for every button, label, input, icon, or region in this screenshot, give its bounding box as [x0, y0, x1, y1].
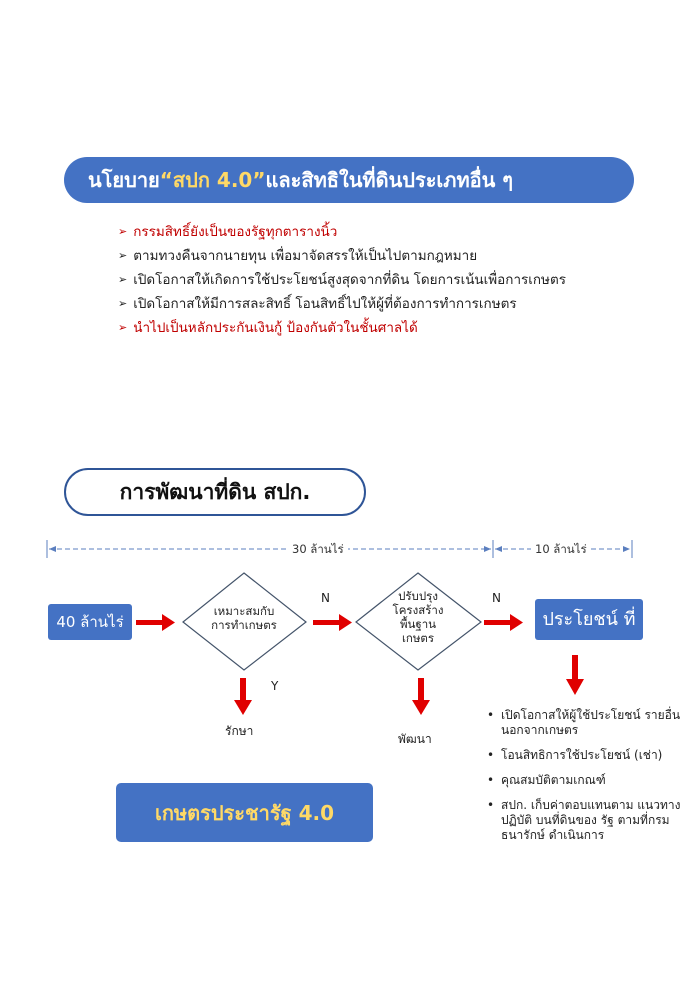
- arrow-right-icon: [136, 614, 175, 631]
- policy-banner: นโยบาย “สปก 4.0” และสิทธิในที่ดินประเภทอ…: [64, 157, 634, 203]
- arrow-down-icon: [412, 678, 430, 715]
- benefit-item: สปก. เก็บค่าตอบแทนตาม แนวทางปฏิบัติ บนที…: [487, 798, 687, 843]
- arrow-right-icon: [313, 614, 352, 631]
- policy-item: ➢ กรรมสิทธิ์ยังเป็นของรัฐทุกตารางนิ้ว: [118, 220, 566, 244]
- start-box: 40 ล้านไร่: [48, 604, 132, 640]
- arrow-bullet-icon: ➢: [118, 297, 128, 310]
- decision-diamond-suitable: [182, 572, 307, 671]
- banner-highlight: “สปก 4.0”: [159, 168, 266, 192]
- smart-farmer-box: เกษตรประชารัฐ 4.0: [116, 783, 373, 842]
- arrow-down-icon: [566, 655, 584, 695]
- section-title: การพัฒนาที่ดิน สปก.: [64, 468, 366, 516]
- dimension-label-left: 30 ล้านไร่: [288, 541, 348, 559]
- policy-item: ➢ นำไปเป็นหลักประกันเงินกู้ ป้องกันตัวใน…: [118, 316, 566, 340]
- benefit-item: คุณสมบัติตามเกณฑ์: [487, 773, 687, 788]
- decision-diamond-improve: [355, 572, 482, 671]
- no-label: N: [321, 591, 330, 605]
- diamond-label-improve: ปรับปรุง โครงสร้าง พื้นฐาน เกษตร: [392, 589, 444, 645]
- develop-label: พัฒนา: [398, 732, 432, 746]
- arrow-bullet-icon: ➢: [118, 225, 128, 238]
- policy-item: ➢ ตามทวงคืนจากนายทุน เพื่อมาจัดสรรให้เป็…: [118, 244, 566, 268]
- arrow-bullet-icon: ➢: [118, 321, 128, 334]
- policy-list: ➢ กรรมสิทธิ์ยังเป็นของรัฐทุกตารางนิ้ว ➢ …: [118, 220, 566, 340]
- policy-item: ➢ เปิดโอกาสให้มีการสละสิทธิ์ โอนสิทธิ์ไป…: [118, 292, 566, 316]
- benefit-box: ประโยชน์ ที่: [535, 599, 643, 640]
- benefit-item: โอนสิทธิการใช้ประโยชน์ (เช่า): [487, 748, 687, 763]
- arrow-bullet-icon: ➢: [118, 249, 128, 262]
- banner-prefix: นโยบาย: [88, 168, 160, 192]
- policy-item: ➢ เปิดโอกาสให้เกิดการใช้ประโยชน์สูงสุดจา…: [118, 268, 566, 292]
- dimension-label-right: 10 ล้านไร่: [531, 541, 591, 559]
- keep-label: รักษา: [225, 724, 254, 738]
- arrow-right-icon: [484, 614, 523, 631]
- arrow-bullet-icon: ➢: [118, 273, 128, 286]
- no-label: N: [492, 591, 501, 605]
- benefit-item: เปิดโอกาสให้ผู้ใช้ประโยชน์ รายอื่นนอกจาก…: [487, 708, 687, 738]
- banner-suffix: และสิทธิในที่ดินประเภทอื่น ๆ: [265, 168, 514, 192]
- benefits-list: เปิดโอกาสให้ผู้ใช้ประโยชน์ รายอื่นนอกจาก…: [487, 708, 687, 853]
- arrow-down-icon: [234, 678, 252, 715]
- diamond-label-suitable: เหมาะสมกับ การทำเกษตร: [211, 604, 277, 632]
- yes-label: Y: [271, 679, 279, 693]
